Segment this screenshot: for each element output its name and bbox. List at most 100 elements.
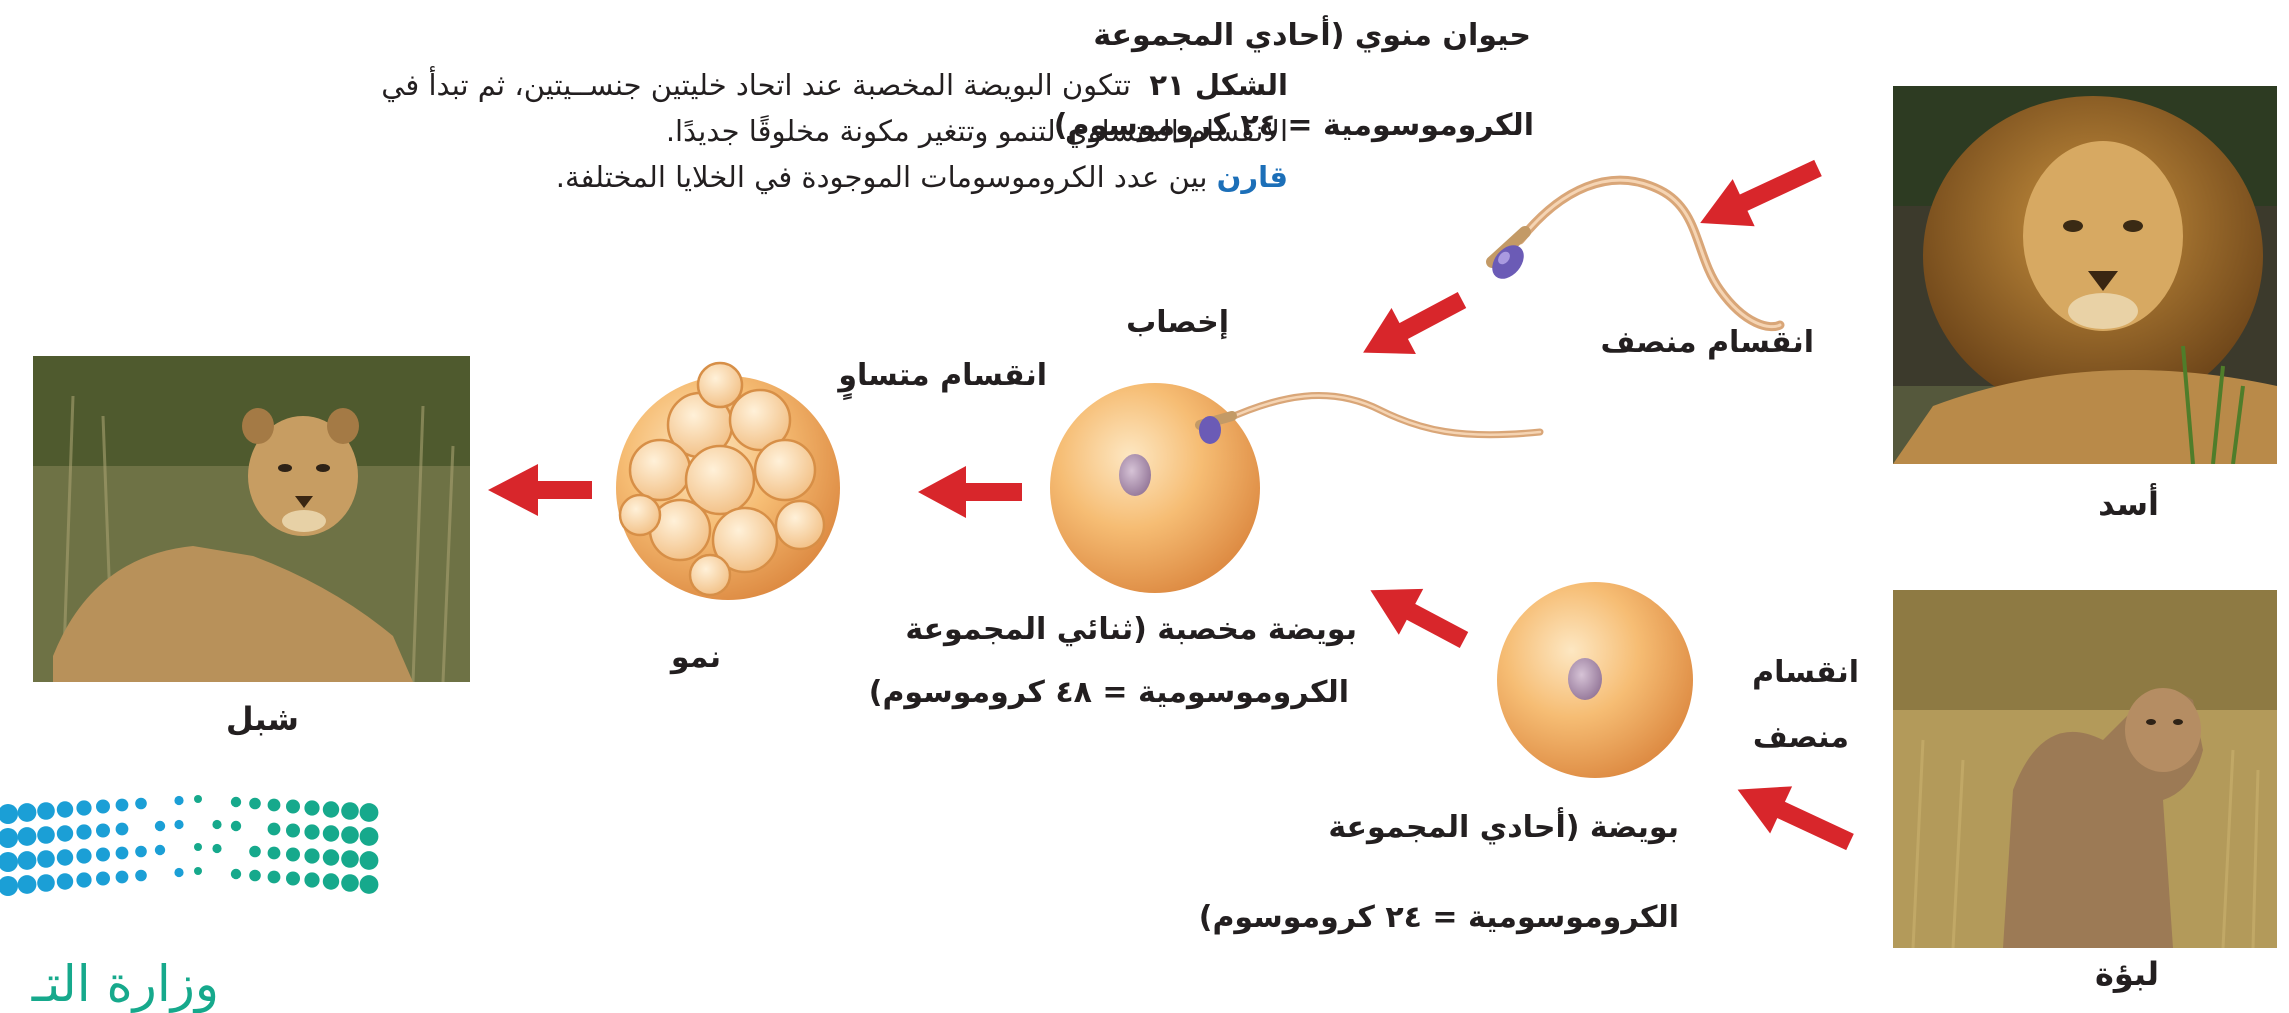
logo-dot	[268, 799, 281, 812]
cub-photo	[33, 356, 470, 682]
logo-dot	[76, 872, 91, 887]
logo-dot	[231, 821, 241, 831]
logo-dot	[268, 847, 281, 860]
logo-dot	[249, 870, 261, 882]
logo-dot	[116, 823, 129, 836]
logo-dot	[37, 802, 55, 820]
logo-dot	[116, 871, 129, 884]
logo-dot	[0, 852, 18, 872]
logo-dot	[304, 872, 319, 887]
arrow-egg-to-zygote	[1358, 567, 1476, 663]
logo-dot	[96, 824, 110, 838]
logo-dot	[37, 874, 55, 892]
arrow-mitosis-to-cub	[488, 464, 592, 516]
zygote-label-line-1: بويضة مخصبة (ثنائي المجموعة	[905, 612, 1357, 647]
logo-dot	[341, 874, 359, 892]
logo-dot	[286, 872, 300, 886]
meiosis-bottom-label-line-2: منصف	[1753, 720, 1849, 755]
logo-dot	[37, 850, 55, 868]
logo-dot	[174, 820, 183, 829]
logo-dot	[0, 804, 18, 824]
logo-dot	[0, 828, 18, 848]
logo-dot	[37, 826, 55, 844]
zygote-cell	[1050, 383, 1540, 593]
arrow-zygote-to-mitosis	[918, 466, 1022, 518]
logo-dot	[268, 823, 281, 836]
logo-dot	[174, 868, 183, 877]
logo-dot	[304, 848, 319, 863]
logo-dot	[76, 824, 91, 839]
logo-dot	[249, 798, 261, 810]
logo-dot	[268, 871, 281, 884]
ministry-logo-text: وزارة التـ	[32, 955, 219, 1013]
logo-dot	[212, 844, 221, 853]
fertilization-label: إخصاب	[1126, 305, 1229, 340]
logo-dot	[231, 869, 241, 879]
logo-dot	[194, 867, 202, 875]
egg-label-line-2: الكروموسومية = ٢٤ كروموسوم)	[1199, 900, 1679, 935]
cub-caption: شبل	[226, 700, 299, 738]
meiosis-top-label: انقسام منصف	[1601, 325, 1814, 360]
logo-dot	[304, 824, 319, 839]
lioness-photo	[1893, 590, 2277, 948]
logo-dot	[323, 873, 339, 889]
logo-dot	[360, 827, 379, 846]
embryo-cell	[616, 363, 840, 600]
logo-dot	[96, 800, 110, 814]
meiosis-bottom-label-line-1: انقسام	[1752, 655, 1859, 690]
logo-dot	[57, 801, 73, 817]
logo-dot	[18, 803, 37, 822]
arrow-to-fertilization	[1351, 277, 1474, 375]
logo-dot	[57, 825, 73, 841]
logo-dot	[231, 797, 241, 807]
logo-dot	[0, 876, 18, 896]
logo-dot	[323, 825, 339, 841]
arrow-to-egg	[1727, 766, 1861, 866]
logo-dot	[76, 800, 91, 815]
logo-dot	[323, 849, 339, 865]
logo-dot	[135, 798, 147, 810]
logo-dot	[18, 827, 37, 846]
zygote-label-line-2: الكروموسومية = ٤٨ كروموسوم)	[869, 675, 1349, 710]
logo-dot	[116, 847, 129, 860]
lion-photo	[1893, 86, 2277, 464]
logo-dot	[116, 799, 129, 812]
logo-dot	[323, 801, 339, 817]
egg-label-line-1: بويضة (أحادي المجموعة	[1328, 810, 1679, 845]
sperm-label-line-1: حيوان منوي (أحادي المجموعة	[1093, 18, 1531, 53]
growth-label: نمو	[671, 640, 721, 675]
logo-dot	[155, 845, 165, 855]
logo-dot	[96, 872, 110, 886]
logo-dot	[96, 848, 110, 862]
mitosis-label: انقسام متساوٍ	[838, 358, 1047, 393]
logo-dot	[174, 796, 183, 805]
logo-dot	[135, 870, 147, 882]
logo-dot	[341, 802, 359, 820]
sperm-label-line-2: الكروموسومية = ٢٤ كروموسوم)	[1054, 108, 1534, 143]
logo-dot	[304, 800, 319, 815]
arrow-to-sperm	[1689, 144, 1829, 246]
logo-dot	[360, 875, 379, 894]
logo-dot	[18, 851, 37, 870]
logo-dot	[286, 800, 300, 814]
logo-dot	[360, 851, 379, 870]
logo-dot	[155, 821, 165, 831]
ministry-logo-dots	[0, 785, 400, 925]
logo-dot	[212, 820, 221, 829]
logo-dot	[57, 873, 73, 889]
lion-caption: أسد	[2098, 485, 2159, 523]
logo-dot	[135, 846, 147, 858]
logo-dot	[194, 843, 202, 851]
logo-dot	[76, 848, 91, 863]
logo-dot	[18, 875, 37, 894]
egg-cell	[1497, 582, 1693, 778]
logo-dot	[249, 846, 261, 858]
logo-dot	[341, 826, 359, 844]
logo-dot	[57, 849, 73, 865]
lioness-caption: لبؤة	[2095, 955, 2159, 993]
logo-dot	[286, 824, 300, 838]
logo-dot	[194, 795, 202, 803]
logo-dot	[360, 803, 379, 822]
logo-dot	[286, 848, 300, 862]
logo-dot	[341, 850, 359, 868]
